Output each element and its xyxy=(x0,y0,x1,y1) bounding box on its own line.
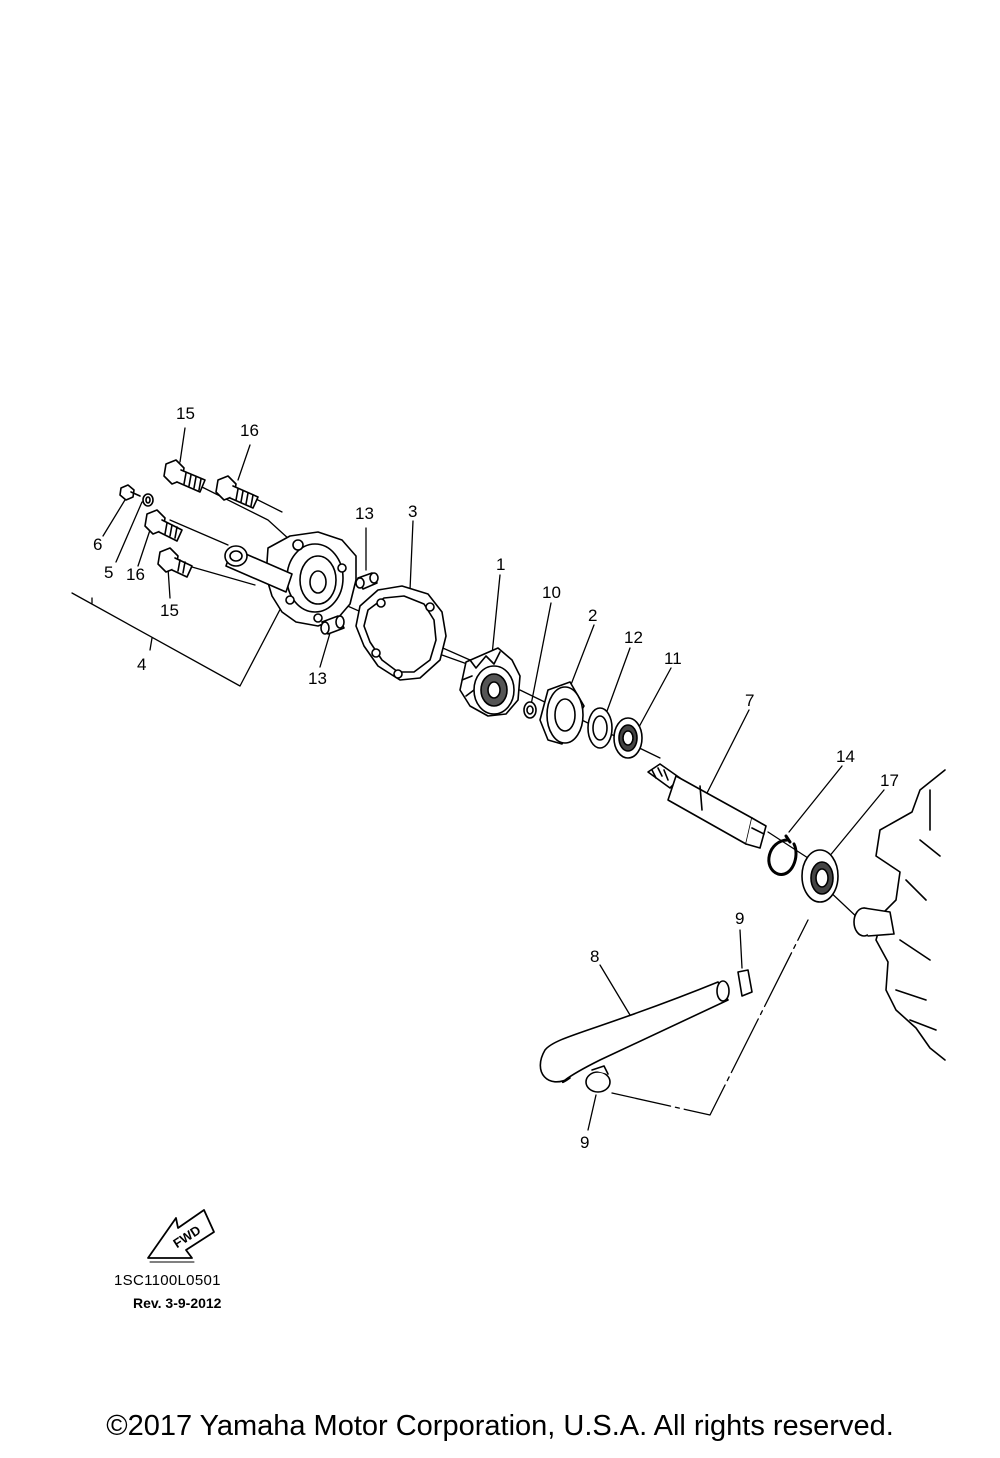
bolt-16-lower-icon xyxy=(144,509,183,542)
gasket-3-icon xyxy=(355,585,447,681)
callout-16-bottom: 16 xyxy=(126,565,145,584)
seal-2-icon xyxy=(539,681,585,745)
revision-date: Rev. 3-9-2012 xyxy=(133,1295,222,1311)
callout-11: 11 xyxy=(664,649,682,668)
callout-16-top: 16 xyxy=(240,421,259,440)
impeller-shaft-7-icon xyxy=(647,763,767,849)
seal-12-icon xyxy=(587,707,613,749)
callout-1: 1 xyxy=(496,555,505,574)
callout-8: 8 xyxy=(590,947,599,966)
callout-13-bottom: 13 xyxy=(308,669,327,688)
callout-14: 14 xyxy=(836,747,855,766)
callout-13-top: 13 xyxy=(355,504,374,523)
dowel-pin-13-top-icon xyxy=(355,572,379,590)
washer-10-icon xyxy=(523,701,537,719)
callout-labels: 1 2 3 4 5 6 7 8 9 9 10 11 12 13 13 14 15… xyxy=(93,404,899,1152)
copyright-notice: ©2017 Yamaha Motor Corporation, U.S.A. A… xyxy=(106,1410,894,1442)
callout-17: 17 xyxy=(880,771,899,790)
callout-9-bottom: 9 xyxy=(580,1133,589,1152)
bolt-15-lower-icon xyxy=(157,547,193,578)
bolt-6-icon xyxy=(119,484,141,501)
leader-lines xyxy=(71,427,885,1131)
hose-clamp-9-top-icon xyxy=(737,969,753,997)
callout-4: 4 xyxy=(137,655,146,674)
callout-12: 12 xyxy=(624,628,643,647)
callout-9-top: 9 xyxy=(735,909,744,928)
callout-2: 2 xyxy=(588,606,597,625)
callout-15-bottom: 15 xyxy=(160,601,179,620)
washer-5-icon xyxy=(142,493,154,507)
hose-8-icon xyxy=(539,980,730,1084)
callout-7: 7 xyxy=(745,691,754,710)
circlip-14-icon xyxy=(767,834,798,876)
hose-clamp-9-bottom-icon xyxy=(585,1065,611,1093)
callout-10: 10 xyxy=(542,583,561,602)
fwd-arrow-icon xyxy=(147,1209,215,1263)
bearing-11-icon xyxy=(613,717,643,759)
impeller-1-icon xyxy=(459,647,521,717)
bolt-16-top-icon xyxy=(215,475,259,509)
callout-15-top: 15 xyxy=(176,404,195,423)
diagram-reference-code: 1SC1100L0501 xyxy=(114,1272,221,1289)
dowel-pin-13-bottom-icon xyxy=(320,615,345,635)
callout-6: 6 xyxy=(93,535,102,554)
callout-3: 3 xyxy=(408,502,417,521)
pump-cover-4-icon xyxy=(224,531,357,627)
crankcase-icon xyxy=(853,769,946,1061)
bolt-15-top-icon xyxy=(163,459,206,493)
callout-5: 5 xyxy=(104,563,113,582)
bearing-17-icon xyxy=(801,849,839,903)
